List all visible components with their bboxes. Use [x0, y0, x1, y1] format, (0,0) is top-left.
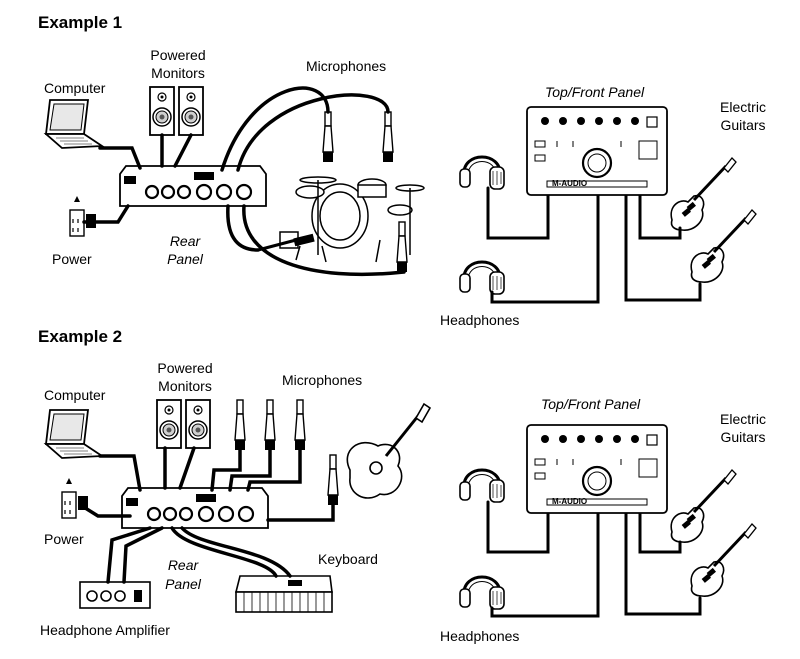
example-2-diagram: M-AUDIO	[45, 399, 758, 618]
microphone-icon-1a	[322, 111, 334, 163]
monitor-icon-1b	[178, 86, 204, 136]
monitor-icon-1a	[149, 86, 175, 136]
example-1-title: Example 1	[38, 13, 123, 32]
electric-guitar-icon-2a	[669, 468, 738, 544]
electric-guitars-label-1a: Electric	[720, 99, 766, 115]
acoustic-guitar-icon-2	[346, 402, 432, 499]
example-2-title: Example 2	[38, 327, 123, 346]
headphone-amplifier-label-2: Headphone Amplifier	[40, 622, 170, 638]
front-panel-icon-1	[525, 105, 669, 197]
electric-guitars-label-2b: Guitars	[720, 429, 766, 445]
headphones-label-2: Headphones	[440, 628, 520, 644]
rear-panel-icon-2	[120, 486, 270, 530]
electric-guitar-icon-1a	[669, 156, 738, 232]
headphones-icon-2b	[458, 575, 506, 611]
powered-monitors-label-2a: Powered	[157, 360, 213, 376]
microphones-label-1: Microphones	[306, 58, 387, 74]
microphone-icon-2b	[264, 399, 276, 451]
top-front-panel-label-1: Top/Front Panel	[545, 84, 645, 100]
rear-panel-label-2a: Rear	[167, 557, 199, 573]
laptop-icon-2	[45, 409, 103, 459]
outlet-icon-2	[61, 477, 89, 519]
monitor-icon-2a	[156, 399, 182, 449]
headphones-icon-1a	[458, 155, 506, 191]
rear-panel-label-1a: Rear	[169, 233, 201, 249]
electric-guitars-label-1b: Guitars	[720, 117, 766, 133]
microphones-label-2: Microphones	[282, 372, 363, 388]
laptop-icon-1	[45, 99, 103, 149]
headphones-label-1: Headphones	[440, 312, 520, 328]
keyboard-icon-2	[234, 575, 333, 613]
brand-label-1: M-AUDIO	[552, 179, 587, 188]
drum-kit-icon-1	[279, 176, 425, 263]
powered-monitors-label-1b: Monitors	[151, 65, 205, 81]
keyboard-label-2: Keyboard	[318, 551, 378, 567]
brand-label-2: M-AUDIO	[552, 497, 587, 506]
power-label-2: Power	[44, 531, 84, 547]
microphone-icon-2d	[327, 454, 339, 506]
microphone-icon-1b	[382, 111, 394, 163]
outlet-icon-1	[69, 195, 97, 237]
rear-panel-label-2b: Panel	[165, 576, 201, 592]
monitor-icon-2b	[185, 399, 211, 449]
electric-guitars-label-2a: Electric	[720, 411, 766, 427]
powered-monitors-label-2b: Monitors	[158, 378, 212, 394]
example-1-diagram: M-AUDIO	[45, 86, 758, 304]
computer-label-1: Computer	[44, 80, 106, 96]
microphone-icon-2a	[234, 399, 246, 451]
microphone-icon-2c	[294, 399, 306, 451]
headphones-icon-1b	[458, 260, 506, 296]
front-panel-icon-2	[525, 423, 669, 515]
power-label-1: Power	[52, 251, 92, 267]
electric-guitar-icon-2b	[689, 522, 758, 598]
powered-monitors-label-1a: Powered	[150, 47, 206, 63]
computer-label-2: Computer	[44, 387, 106, 403]
rear-panel-label-1b: Panel	[167, 251, 203, 267]
rear-panel-icon-1	[118, 164, 268, 208]
microphone-icon-1c	[396, 221, 408, 273]
headphones-icon-2a	[458, 468, 506, 504]
top-front-panel-label-2: Top/Front Panel	[541, 396, 641, 412]
headphone-amplifier-icon-2	[79, 581, 151, 609]
